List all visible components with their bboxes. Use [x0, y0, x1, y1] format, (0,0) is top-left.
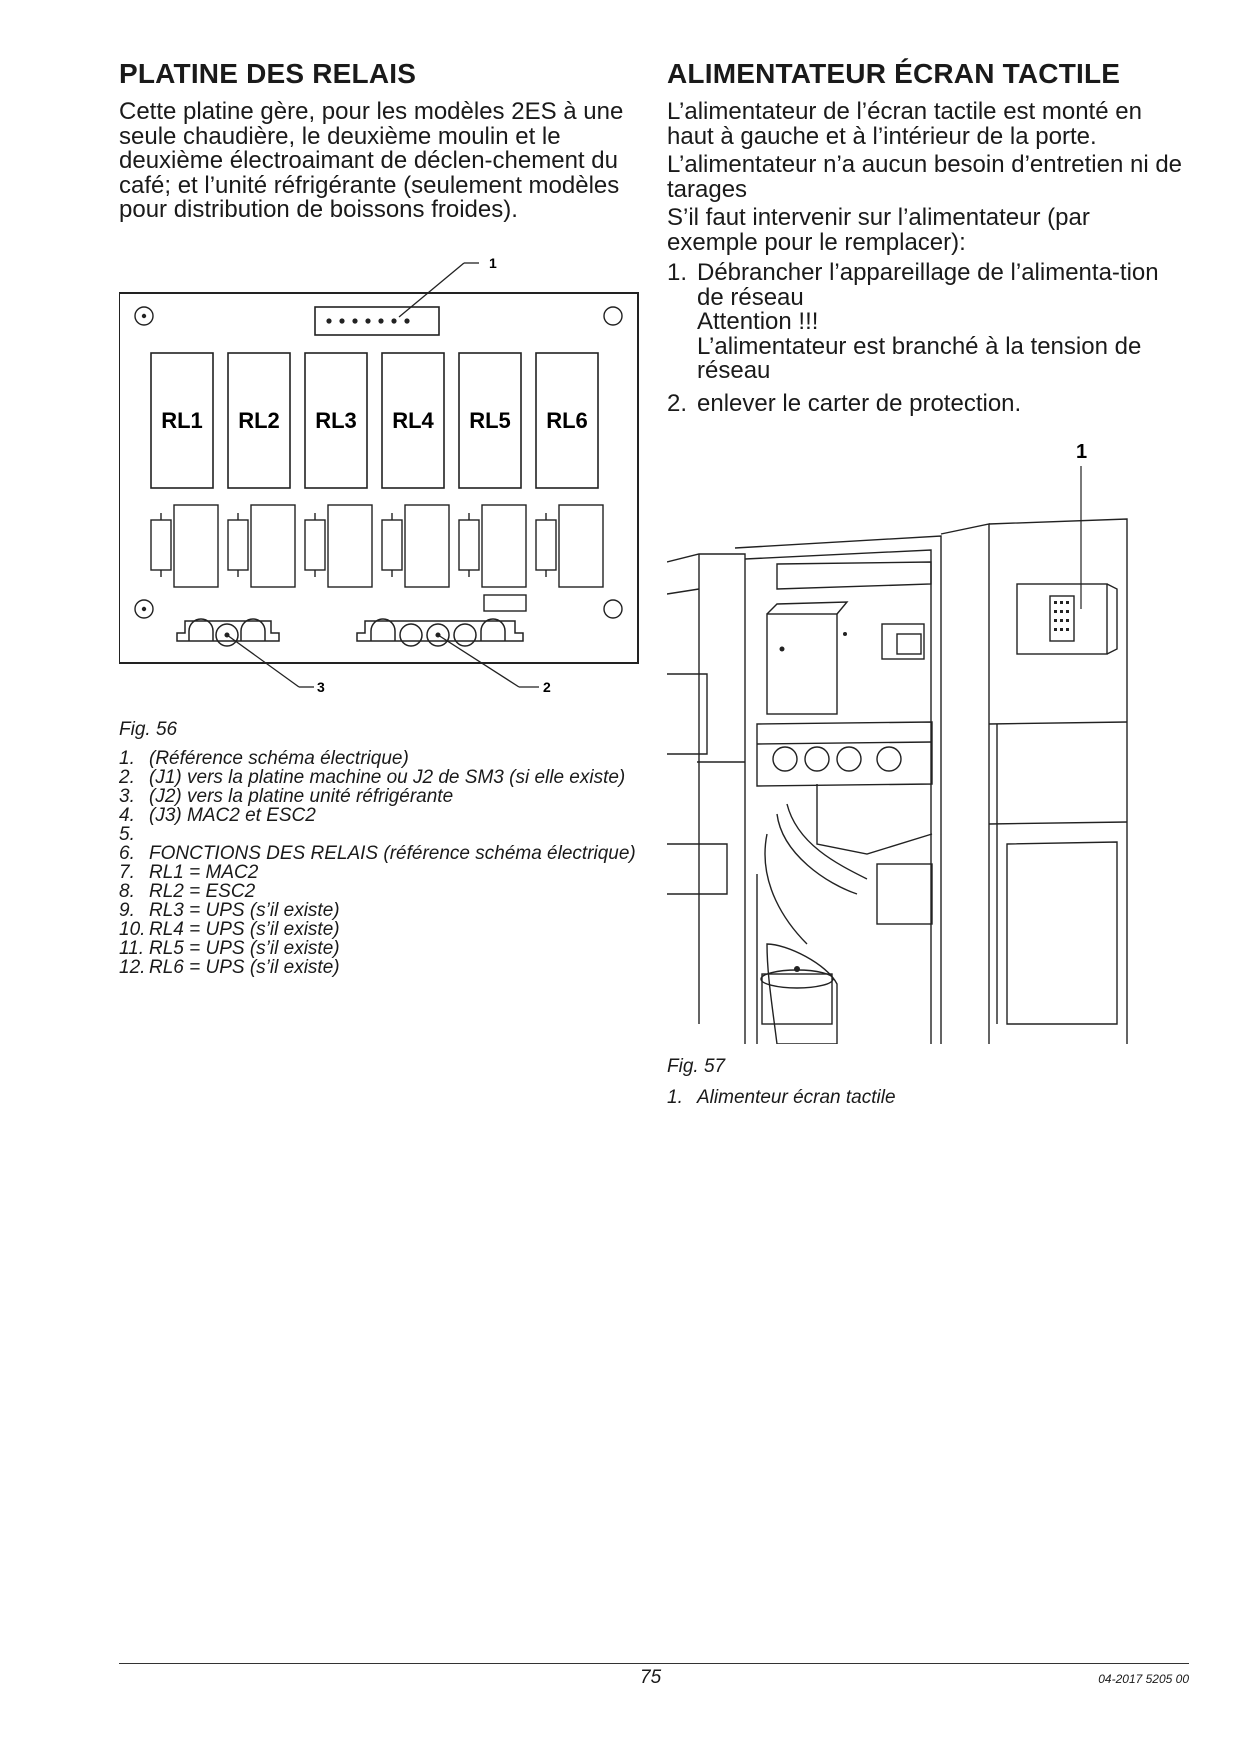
- legend-item: 11.RL5 = UPS (s’il existe): [119, 937, 340, 959]
- procedure-steps: 1. Débrancher l’appareillage de l’alimen…: [667, 259, 1187, 417]
- legend-item: 8.RL2 = ESC2: [119, 880, 256, 902]
- relay-rl2-label: RL2: [238, 408, 280, 433]
- callout-3: 3: [317, 679, 325, 695]
- legend-item: 9.RL3 = UPS (s’il existe): [119, 899, 340, 921]
- relay-board-diagram: 1 RL1 RL2 RL3 RL4 RL5: [119, 255, 639, 695]
- relay-rl6-label: RL6: [546, 408, 588, 433]
- connector-j2: [176, 617, 280, 647]
- psu-paragraph-3: S’il faut intervenir sur l’alimentateur …: [667, 204, 1090, 256]
- legend-item: 12.RL6 = UPS (s’il existe): [119, 956, 340, 978]
- legend-item: 1.(Référence schéma électrique): [119, 747, 409, 769]
- right-column: ALIMENTATEUR ÉCRAN TACTILE L’alimentateu…: [667, 58, 1187, 1107]
- machine-interior-illustration: 1: [667, 441, 1128, 1044]
- legend-item: 2.(J1) vers la platine machine ou J2 de …: [119, 766, 626, 788]
- callout-psu: 1: [1076, 441, 1087, 463]
- relay-rl3-label: RL3: [315, 408, 357, 433]
- relay-rl4-label: RL4: [392, 408, 434, 433]
- section-title-relay-board: PLATINE DES RELAIS: [119, 58, 417, 89]
- figure-56-legend: 1.(Référence schéma électrique) 2.(J1) v…: [119, 749, 639, 977]
- mounting-hole-icon: [134, 305, 623, 619]
- callout-1: 1: [489, 255, 497, 271]
- procedure-step: 1. Débrancher l’appareillage de l’alimen…: [667, 259, 1159, 384]
- legend-item: 10.RL4 = UPS (s’il existe): [119, 918, 340, 940]
- relay-rl1-label: RL1: [161, 408, 203, 433]
- legend-item: 5.: [119, 823, 135, 845]
- psu-unit: [1016, 583, 1108, 655]
- procedure-step: 2. enlever le carter de protection.: [667, 389, 1022, 417]
- figure-57-legend: 1.Alimenteur écran tactile: [667, 1088, 1187, 1107]
- legend-item: 6.FONCTIONS DES RELAIS (référence schéma…: [119, 842, 636, 864]
- legend-item: 7.RL1 = MAC2: [119, 861, 259, 883]
- page-number: 75: [640, 1667, 662, 1688]
- figure-56-caption: Fig. 56: [119, 718, 178, 740]
- document-reference: 04-2017 5205 00: [1098, 1672, 1189, 1686]
- left-column: PLATINE DES RELAIS Cette platine gère, p…: [119, 58, 639, 977]
- psu-paragraph-2: L’alimentateur n’a aucun besoin d’entret…: [667, 151, 1183, 203]
- legend-item: 4.(J3) MAC2 et ESC2: [119, 804, 316, 826]
- figure-57-caption: Fig. 57: [667, 1056, 726, 1077]
- psu-paragraph-1: L’alimentateur de l’écran tactile est mo…: [667, 98, 1142, 150]
- connector-j1: [356, 617, 524, 647]
- callout-2: 2: [543, 679, 551, 695]
- legend-item: 1.Alimenteur écran tactile: [667, 1087, 896, 1108]
- relay-rl5-label: RL5: [469, 408, 511, 433]
- section-title-touchscreen-psu: ALIMENTATEUR ÉCRAN TACTILE: [667, 58, 1121, 89]
- footer-divider: [119, 1663, 1189, 1664]
- legend-item: 3.(J2) vers la platine unité réfrigérant…: [119, 785, 454, 807]
- relay-board-description: Cette platine gère, pour les modèles 2ES…: [119, 98, 624, 223]
- connector-j3: [314, 305, 440, 336]
